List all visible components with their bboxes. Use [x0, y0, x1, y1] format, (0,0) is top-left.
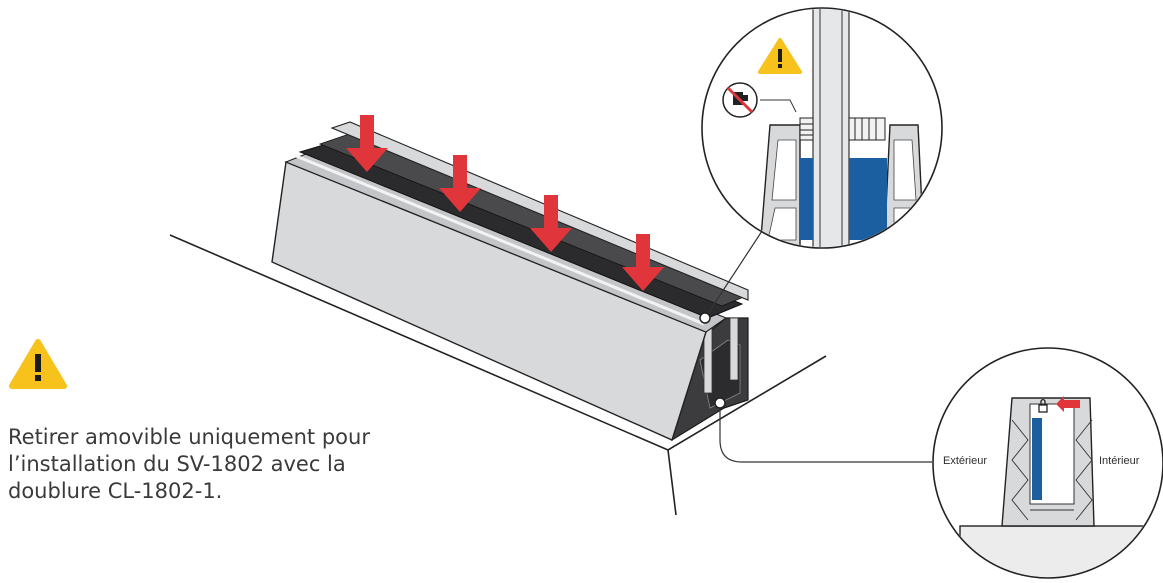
exterior-label: Extérieur	[943, 455, 988, 467]
wedge-gasket-left	[799, 117, 814, 141]
note-line-1: Retirer amovible uniquement pour	[8, 425, 370, 449]
glass-panel	[812, 9, 850, 247]
floor-section	[959, 525, 1161, 577]
red-arrow-left	[1056, 396, 1080, 412]
blue-liner-left	[800, 158, 813, 240]
warning-triangle-icon	[758, 38, 802, 74]
blue-liner	[1032, 418, 1042, 500]
no-tool-prohibited-icon	[722, 82, 758, 118]
lock-icon	[1038, 398, 1048, 413]
wedge-gasket-right	[848, 117, 886, 141]
warning-triangle-icon-large	[9, 339, 67, 389]
callout-leaders	[704, 230, 932, 463]
base-rail	[271, 121, 749, 442]
note-line-2: l’installation du SV-1802 avec la	[8, 452, 346, 476]
red-arrow-4	[622, 234, 664, 291]
red-arrow-2	[439, 155, 481, 212]
installation-note: Retirer amovible uniquement pour l’insta…	[8, 424, 388, 505]
interior-label: Intérieur	[1099, 455, 1140, 467]
red-arrow-3	[530, 195, 572, 252]
press-down-arrows	[346, 115, 664, 291]
floor-slab-outline	[169, 234, 827, 516]
blue-liner-right	[849, 158, 887, 240]
note-line-3: doublure CL-1802-1.	[8, 479, 223, 503]
red-arrow-1	[346, 115, 388, 172]
top-detail-zoom	[701, 7, 943, 249]
